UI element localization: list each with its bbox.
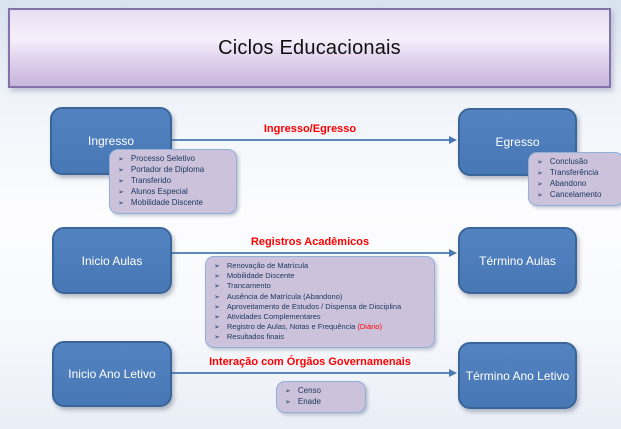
list-item: ➢ Transferido — [118, 176, 230, 187]
list-item-text: Transferência — [549, 168, 599, 177]
arrow-bullet-icon: ➢ — [214, 314, 220, 322]
node-egresso-label: Egresso — [495, 135, 540, 149]
list-item: ➢ Mobilidade Discente — [118, 198, 230, 209]
node-inicio-aulas: Inicio Aulas — [52, 227, 172, 294]
list-item-text: Alunos Especial — [130, 187, 188, 196]
arrow-bullet-icon: ➢ — [214, 283, 220, 291]
list-item: ➢ Portador de Diploma — [118, 165, 230, 176]
node-termino-ano-letivo: Término Ano Letivo — [458, 342, 577, 409]
arrowhead-icon-row3 — [449, 369, 457, 377]
list-item-text: Mobilidade Discente — [226, 271, 295, 281]
arrow-bullet-icon: ➢ — [118, 178, 124, 185]
list-item-text: Portador de Diploma — [130, 165, 205, 174]
arrow-label-row2: Registros Acadêmicos — [250, 236, 370, 248]
egresso-list: ➢ Conclusão ➢ Transferência ➢ Abandono ➢ Can… — [528, 152, 621, 206]
list-item-text: Renovação de Matrícula — [226, 261, 309, 270]
list-item: ➢ Censo — [285, 386, 359, 397]
arrow-line-row1 — [169, 139, 449, 141]
arrow-bullet-icon: ➢ — [214, 263, 220, 270]
list-item: ➢ Enade — [285, 397, 359, 408]
node-termino-aulas: Término Aulas — [458, 227, 577, 294]
arrow-bullet-icon: ➢ — [214, 293, 220, 301]
registros-list-items: ➢ Renovação de Matrícula ➢ Mobilidade Disc… — [214, 261, 428, 343]
arrow-bullet-icon: ➢ — [214, 273, 220, 281]
node-termino-ano-letivo-label: Término Ano Letivo — [465, 368, 570, 383]
node-ingresso-label: Ingresso — [87, 134, 135, 148]
arrow-label-row1: Ingresso/Egresso — [263, 123, 357, 135]
list-item-text: Trancamento — [226, 281, 271, 291]
list-item: ➢ Conclusão — [537, 157, 617, 168]
list-item: ➢ Abandono — [537, 179, 617, 190]
list-item: ➢ Renovação de Matrícula — [214, 261, 428, 271]
arrowhead-icon-row2 — [449, 249, 457, 257]
orgaos-governamentais-list: ➢ Censo ➢ Enade — [276, 381, 366, 413]
arrow-line-row2 — [169, 252, 449, 254]
arrow-bullet-icon: ➢ — [118, 167, 124, 174]
list-item: ➢ Registro de Aulas, Notas e Frequência (… — [214, 322, 428, 332]
list-item: ➢ Resultados finais — [214, 332, 428, 342]
arrowhead-icon-row1 — [449, 136, 457, 144]
list-item-text: Aproveitamento de Estudos / Dispensa de … — [226, 301, 402, 311]
arrow-bullet-icon: ➢ — [285, 399, 291, 406]
title-banner: Ciclos Educacionais — [8, 8, 611, 88]
node-inicio-ano-letivo: Inicio Ano Letivo — [52, 341, 172, 407]
list-item: ➢ Transferência — [537, 168, 617, 179]
arrow-bullet-icon: ➢ — [118, 156, 124, 163]
list-item-text: Enade — [297, 397, 322, 406]
node-inicio-aulas-label: Inicio Aulas — [81, 253, 143, 268]
arrow-bullet-icon: ➢ — [214, 303, 220, 311]
list-item-text: Conclusão — [549, 157, 588, 166]
list-item-text: Atividades Complementares — [226, 312, 321, 322]
list-item-text: Abandono — [549, 179, 587, 188]
egresso-list-items: ➢ Conclusão ➢ Transferência ➢ Abandono ➢ Can… — [537, 157, 617, 201]
ingresso-list: ➢Processo Seletivo ➢Portador de Diploma … — [109, 149, 237, 214]
arrow-label-row3: Interação com Órgãos Governamenais — [209, 356, 411, 368]
list-item-text: Cancelamento — [549, 190, 602, 199]
list-item: ➢ Trancamento — [214, 281, 428, 291]
ingresso-list-items: ➢Processo Seletivo ➢Portador de Diploma … — [118, 154, 230, 209]
list-item: ➢ Alunos Especial — [118, 187, 230, 198]
arrow-bullet-icon: ➢ — [214, 334, 220, 342]
arrow-bullet-icon: ➢ — [537, 159, 543, 166]
list-item: ➢ Processo Seletivo — [118, 154, 230, 165]
page-title: Ciclos Educacionais — [218, 36, 401, 59]
arrow-bullet-icon: ➢ — [537, 181, 543, 188]
registros-academicos-list: ➢ Renovação de Matrícula ➢ Mobilidade Disc… — [205, 256, 435, 348]
list-item-text: Resultados finais — [226, 332, 284, 342]
list-item-text: Transferido — [130, 176, 172, 185]
list-item-text: Registro de Aulas, Notas e Frequência — [226, 322, 356, 332]
orgaos-list-items: ➢ Censo ➢ Enade — [285, 386, 359, 408]
arrow-bullet-icon: ➢ — [118, 200, 124, 207]
list-item: ➢ Mobilidade Discente — [214, 271, 428, 281]
arrow-bullet-icon: ➢ — [118, 189, 124, 196]
list-item-text: Censo — [297, 386, 321, 395]
list-item: ➢ Atividades Complementares — [214, 312, 428, 322]
arrow-bullet-icon: ➢ — [537, 192, 543, 199]
list-item-text: Processo Seletivo — [130, 154, 195, 163]
node-inicio-ano-letivo-label: Inicio Ano Letivo — [68, 367, 156, 381]
list-item: ➢ Cancelamento — [537, 190, 617, 201]
list-item: ➢ Ausência de Matrícula (Abandono) — [214, 292, 428, 302]
arrow-bullet-icon: ➢ — [285, 388, 291, 395]
arrow-bullet-icon: ➢ — [537, 170, 543, 177]
node-termino-aulas-label: Término Aulas — [479, 253, 556, 268]
arrow-line-row3 — [169, 372, 449, 374]
list-item: ➢ Aproveitamento de Estudos / Dispensa de… — [214, 302, 428, 312]
list-item-text: Ausência de Matrícula (Abandono) — [226, 291, 343, 301]
arrow-bullet-icon: ➢ — [214, 324, 220, 332]
list-item-text: Mobilidade Discente — [130, 198, 203, 207]
diario-highlight: (Diário) — [357, 322, 382, 332]
